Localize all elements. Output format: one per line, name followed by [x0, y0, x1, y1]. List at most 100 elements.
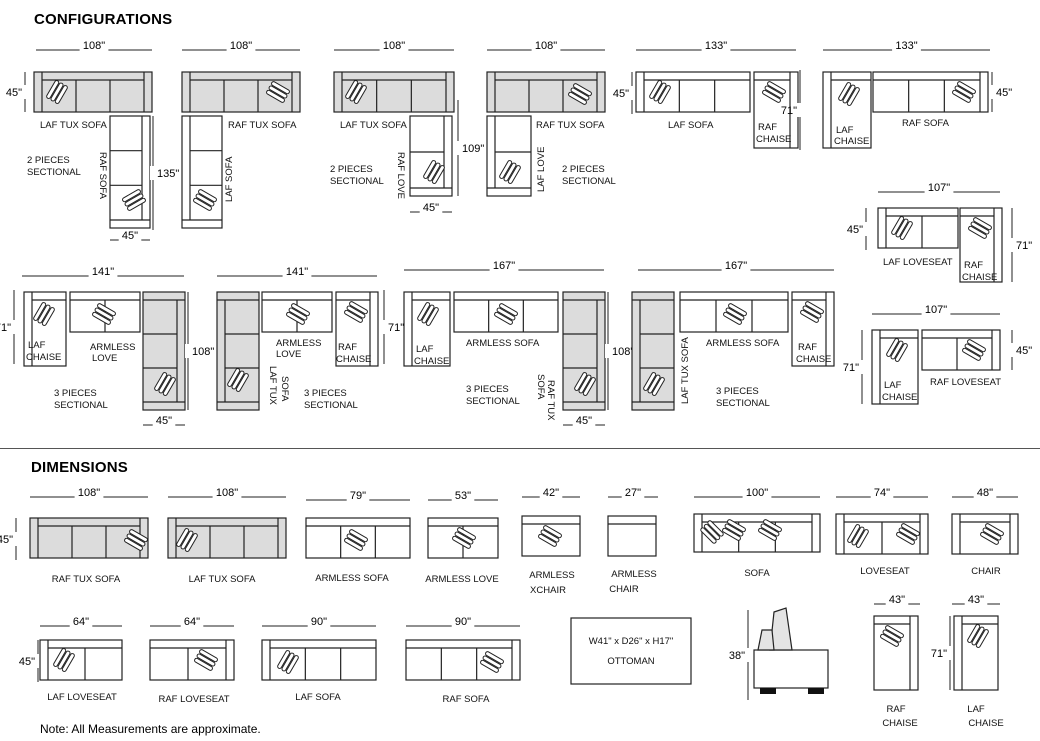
dimension-horizontal: 45": [563, 415, 605, 427]
pillow-icon: [33, 302, 55, 326]
piece-label: 3 PIECES: [466, 384, 509, 395]
piece-label: RAF: [338, 342, 357, 353]
pillow: [954, 85, 974, 99]
dimension-gap: [989, 85, 995, 99]
dimension-value: 42": [543, 487, 559, 499]
piece-label: RAF SOFA: [97, 152, 108, 200]
piece-label: SOFA: [535, 374, 546, 400]
piece-label: 2 PIECES: [330, 164, 373, 175]
pillow-icon: [46, 80, 68, 104]
dimension-gap: [1009, 238, 1015, 252]
ottoman-box: [570, 617, 692, 685]
piece-label: CHAISE: [26, 352, 61, 363]
pillow: [349, 82, 363, 102]
pillow: [346, 305, 366, 319]
pillow: [967, 339, 986, 353]
pillow: [847, 524, 861, 543]
pillow: [543, 525, 562, 539]
dimension-horizontal: 53": [428, 490, 498, 502]
dimension-value: 53": [455, 490, 471, 502]
dimension-horizontal: 42": [522, 487, 580, 499]
pillow: [968, 225, 987, 239]
piece-label: 3 PIECES: [304, 388, 347, 399]
piece-label: 2 PIECES: [27, 155, 70, 166]
pillow: [657, 85, 671, 104]
dimension-gap: [22, 85, 28, 99]
pillow: [723, 311, 742, 325]
dimension-horizontal: 108": [30, 487, 148, 499]
pillow: [724, 523, 744, 537]
dimension-gap: [885, 595, 909, 605]
dimension-vertical: 45": [1009, 330, 1032, 370]
piece-label: LAF: [416, 344, 434, 355]
pillow: [57, 650, 71, 670]
piece-label: SECTIONAL: [562, 176, 616, 187]
dimension-value: 108": [612, 346, 634, 358]
dimension-horizontal: 133": [823, 40, 990, 52]
pillow: [885, 625, 904, 639]
dimension-value: 108": [535, 40, 557, 52]
pillow: [344, 309, 363, 323]
pillow-icon: [980, 523, 1004, 545]
pillow: [952, 89, 971, 103]
chaise-outline: [873, 615, 919, 691]
pillow: [901, 523, 920, 537]
dimension-gap: [742, 488, 772, 498]
ottoman-size: W41" x D26" x H17": [589, 636, 674, 647]
pillow: [970, 221, 990, 235]
pillow: [846, 87, 860, 106]
pillow-icon: [480, 651, 504, 673]
pillow: [973, 217, 992, 231]
dimension-gap: [745, 648, 751, 662]
pillow: [653, 82, 667, 102]
dimension-gap: [921, 305, 951, 315]
dimension-vertical: 45": [613, 72, 635, 114]
pillow: [288, 307, 308, 321]
dimension-horizontal: 45": [110, 230, 150, 242]
pillow: [122, 189, 141, 203]
dimension-value: 43": [968, 594, 984, 606]
piece-label: ARMLESS: [529, 570, 574, 581]
pillow: [231, 370, 245, 390]
pillow: [349, 529, 368, 543]
piece-label: ARMLESS LOVE: [425, 574, 498, 585]
pillow: [452, 535, 471, 549]
pillow: [158, 374, 172, 394]
dimension-value: 90": [455, 616, 471, 628]
pillow: [573, 83, 592, 97]
dimension-horizontal: 43": [874, 594, 920, 606]
pillow: [286, 311, 305, 325]
pillow-icon: [574, 372, 596, 396]
pillow: [722, 527, 741, 541]
piece-label: RAF TUX: [545, 380, 556, 421]
dimension-value: 64": [73, 616, 89, 628]
pillow: [895, 218, 909, 238]
pillow-icon: [499, 160, 521, 184]
pillow-icon: [452, 527, 476, 549]
dimension-value: 45": [6, 87, 22, 99]
dimension-value: 45": [847, 224, 863, 236]
pillow: [423, 160, 437, 179]
dimension-value: 45": [156, 415, 172, 427]
dimension-horizontal: 167": [404, 260, 604, 272]
dimension-gap: [346, 491, 370, 501]
dimension-value: 38": [729, 650, 745, 662]
sofa-outline: [39, 639, 123, 681]
piece-label: CHAISE: [962, 272, 997, 283]
dimension-value: 141": [286, 266, 308, 278]
dimension-value: 108": [192, 346, 214, 358]
pillow-icon: [423, 160, 445, 184]
pillow: [764, 85, 784, 99]
piece-label: LOVE: [276, 349, 301, 360]
piece-label: ARMLESS: [611, 569, 656, 580]
dimension-gap: [79, 41, 109, 51]
dimension-gap: [701, 41, 731, 51]
pillow: [578, 374, 592, 394]
dimension-value: 71": [1016, 240, 1032, 252]
pillow: [194, 657, 213, 671]
dimension-horizontal: 45": [143, 415, 185, 427]
pillow: [54, 85, 68, 104]
piece-label: 2 PIECES: [562, 164, 605, 175]
pillow: [499, 303, 518, 317]
